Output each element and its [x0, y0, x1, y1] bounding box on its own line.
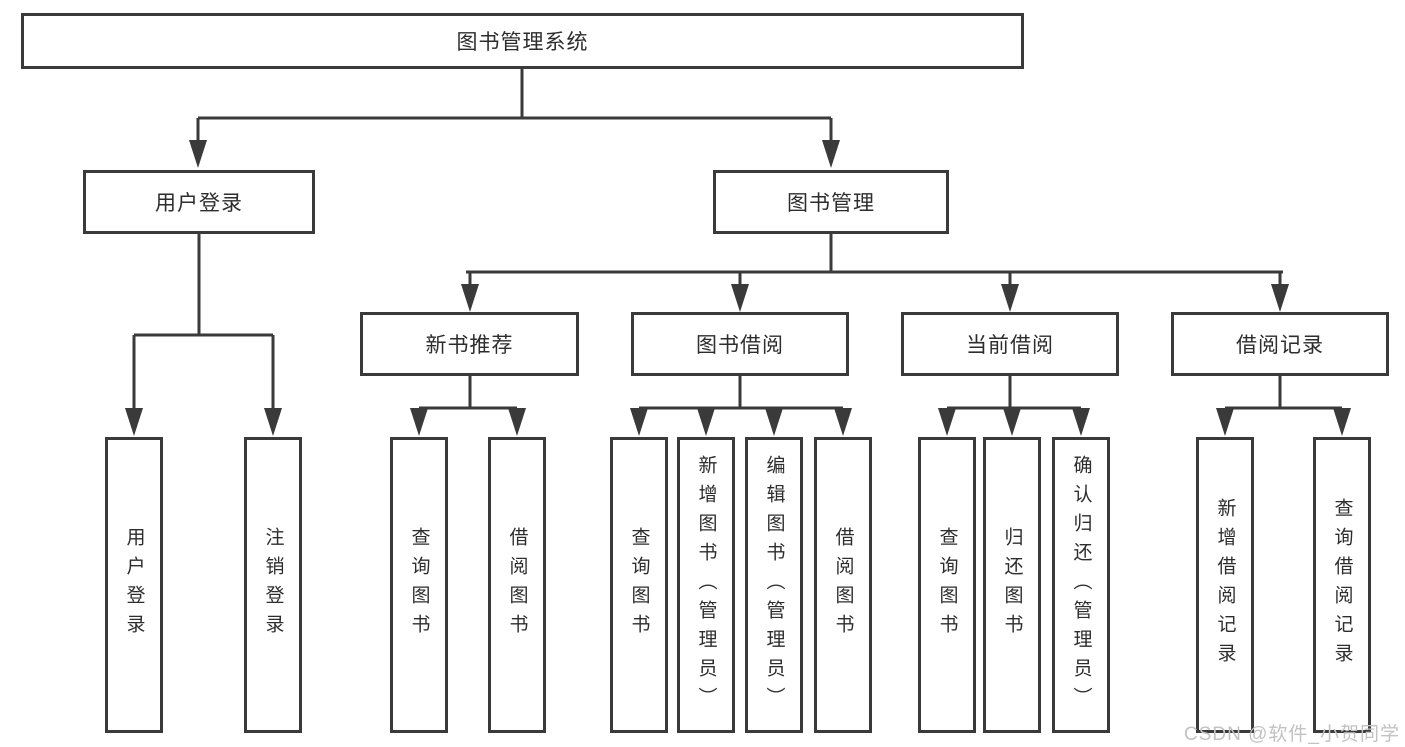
arrowhead-icon	[1003, 408, 1021, 436]
arrowhead-icon	[731, 284, 749, 312]
leaf-edit-books-admin: 编辑图书（管理员）	[745, 437, 803, 733]
arrowhead-icon	[938, 408, 956, 436]
leaf-label: 查询图书	[628, 527, 650, 643]
leaf-borrow-books-recommend: 借阅图书	[488, 437, 546, 733]
connector-book-borrow-to-leaves	[637, 376, 845, 412]
leaf-label: 新增借阅记录	[1214, 498, 1236, 672]
leaf-return-books: 归还图书	[983, 437, 1041, 733]
leaf-add-borrow-record: 新增借阅记录	[1196, 437, 1254, 733]
leaf-label: 查询图书	[408, 527, 430, 643]
node-book-borrowing: 图书借阅	[631, 312, 849, 376]
node-borrowing-records: 借阅记录	[1171, 312, 1389, 376]
leaf-user-login: 用户登录	[105, 437, 163, 733]
node-new-book-recommendation: 新书推荐	[360, 312, 579, 376]
leaf-query-books-borrow: 查询图书	[610, 437, 668, 733]
arrowhead-icon	[822, 140, 840, 168]
arrowhead-icon	[1001, 284, 1019, 312]
leaf-label: 用户登录	[123, 527, 145, 643]
leaf-logout: 注销登录	[244, 437, 302, 733]
arrowhead-icon	[1271, 284, 1289, 312]
node-user-login: 用户登录	[83, 170, 315, 234]
arrowhead-icon	[1333, 408, 1351, 436]
connector-borrow-records-to-leaves	[1223, 376, 1344, 412]
arrowhead-icon	[765, 408, 783, 436]
leaf-confirm-return-admin: 确认归还（管理员）	[1052, 437, 1110, 733]
leaf-label: 确认归还（管理员）	[1070, 454, 1092, 716]
leaf-label: 归还图书	[1001, 527, 1023, 643]
arrowheads	[125, 140, 1351, 436]
connector-current-borrow-to-leaves	[945, 376, 1083, 412]
connector-book-mgmt-to-sections	[466, 234, 1283, 286]
leaf-borrow-books: 借阅图书	[814, 437, 872, 733]
leaf-label: 编辑图书（管理员）	[763, 454, 785, 716]
leaf-query-borrow-record: 查询借阅记录	[1313, 437, 1371, 733]
leaf-label: 查询借阅记录	[1331, 498, 1353, 672]
arrowhead-icon	[410, 408, 428, 436]
arrowhead-icon	[834, 408, 852, 436]
connector-new-book-to-leaves	[417, 376, 519, 412]
arrowhead-icon	[461, 284, 479, 312]
leaf-label: 新增图书（管理员）	[695, 454, 717, 716]
node-current-borrowing: 当前借阅	[901, 312, 1119, 376]
leaf-label: 查询图书	[936, 527, 958, 643]
arrowhead-icon	[189, 140, 207, 168]
arrowhead-icon	[508, 408, 526, 436]
watermark: CSDN @软件_小贺同学	[1184, 724, 1400, 745]
arrowhead-icon	[1072, 408, 1090, 436]
arrowhead-icon	[630, 408, 648, 436]
leaf-query-books-current: 查询图书	[918, 437, 976, 733]
leaf-label: 借阅图书	[832, 527, 854, 643]
leaf-label: 借阅图书	[506, 527, 528, 643]
arrowhead-icon	[1216, 408, 1234, 436]
arrowhead-icon	[125, 408, 143, 436]
leaf-query-books-recommend: 查询图书	[390, 437, 448, 733]
arrowhead-icon	[697, 408, 715, 436]
leaf-add-books-admin: 新增图书（管理员）	[677, 437, 735, 733]
arrowhead-icon	[264, 408, 282, 436]
node-library-management-system: 图书管理系统	[21, 13, 1024, 69]
leaf-label: 注销登录	[262, 527, 284, 643]
connector-user-login-to-leaves	[132, 234, 275, 410]
connector-root-to-level2	[196, 69, 833, 142]
node-book-management: 图书管理	[713, 170, 949, 234]
